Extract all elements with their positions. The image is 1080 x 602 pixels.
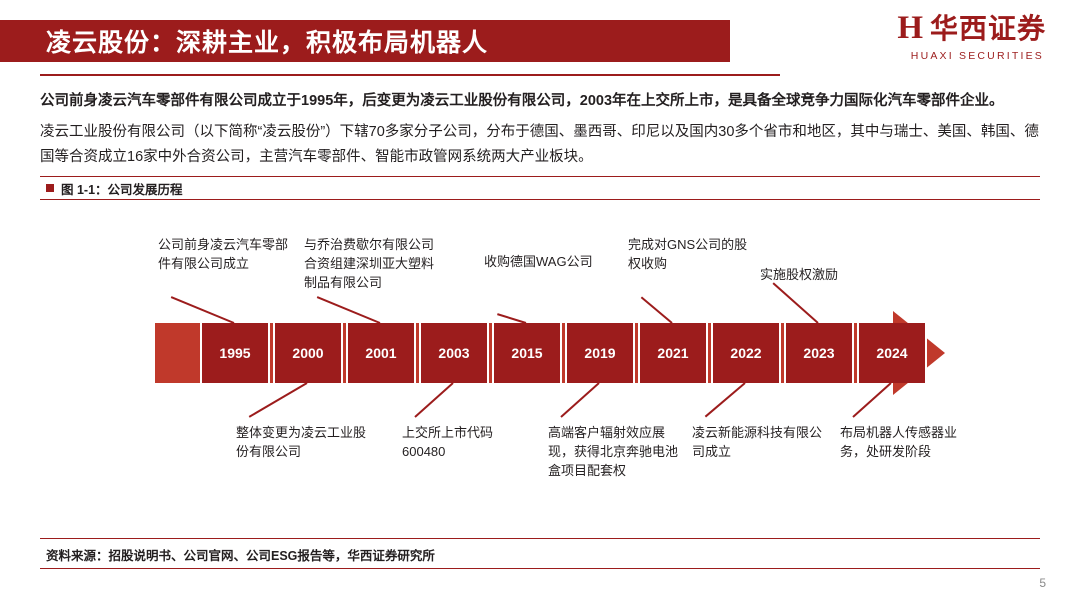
figure-caption-text: 图 1-1：公司发展历程 xyxy=(61,182,183,197)
timeline-connector-1995 xyxy=(170,296,235,324)
header-underline xyxy=(40,74,780,76)
company-logo: H 华西证券 HUAXI SECURITIES xyxy=(856,10,1046,63)
timeline-label-2023: 实施股权激励 xyxy=(760,267,839,282)
timeline-label-1995: 公司前身凌云汽车零部件有限公司成立 xyxy=(158,237,289,271)
intro-paragraph-bold: 公司前身凌云汽车零部件有限公司成立于1995年，后变更为凌云工业股份有限公司，2… xyxy=(40,93,1004,109)
timeline-connector-2023 xyxy=(772,282,819,324)
timeline-connector-2022 xyxy=(704,382,746,418)
timeline-label-2003: 上交所上市代码600480 xyxy=(402,425,494,459)
timeline-node-2015: 2015 xyxy=(492,323,562,383)
timeline-node-year: 2022 xyxy=(730,345,762,361)
timeline-node-year: 2023 xyxy=(803,345,835,361)
timeline-node-2024: 2024 xyxy=(857,323,927,383)
timeline-node-2019: 2019 xyxy=(565,323,635,383)
timeline-node-year: 2021 xyxy=(657,345,689,361)
timeline-node-2003: 2003 xyxy=(419,323,489,383)
timeline-node-year: 2003 xyxy=(438,345,470,361)
timeline-label-2015: 收购德国WAG公司 xyxy=(484,254,593,269)
timeline-node-year: 2015 xyxy=(511,345,543,361)
timeline-label-2021: 完成对GNS公司的股权收购 xyxy=(628,237,748,271)
timeline-node-1995: 1995 xyxy=(200,323,270,383)
timeline-label-2019: 高端客户辐射效应展现，获得北京奔驰电池盒项目配套权 xyxy=(548,425,679,478)
timeline-connector-2000 xyxy=(248,382,308,418)
timeline-label-2024: 布局机器人传感器业务，处研发阶段 xyxy=(840,425,958,459)
logo-mark-icon: H xyxy=(897,10,923,46)
timeline-label-2000: 整体变更为凌云工业股份有限公司 xyxy=(236,425,367,459)
timeline-connector-2001 xyxy=(316,296,381,324)
logo-english-name: HUAXI SECURITIES xyxy=(910,50,1044,62)
footer-rule-top xyxy=(40,538,1040,539)
timeline-connector-2003 xyxy=(414,382,454,418)
footer-rule-bottom xyxy=(40,568,1040,569)
logo-chinese-name: 华西证券 xyxy=(929,12,1046,44)
intro-paragraph: 凌云工业股份有限公司（以下简称“凌云股份”）下辖70多家分子公司，分布于德国、墨… xyxy=(40,124,1039,165)
timeline-node-year: 2001 xyxy=(365,345,397,361)
timeline-node-year: 2024 xyxy=(876,345,908,361)
timeline-node-year: 2000 xyxy=(292,345,324,361)
page-number: 5 xyxy=(1039,576,1046,590)
timeline-node-year: 2019 xyxy=(584,345,616,361)
page-header-bar: 凌云股份：深耕主业，积极布局机器人 xyxy=(0,20,730,62)
timeline-node-year: 1995 xyxy=(219,345,251,361)
timeline-connector-2024 xyxy=(852,382,892,418)
timeline-label-2001: 与乔治费歇尔有限公司合资组建深圳亚大塑料制品有限公司 xyxy=(304,237,435,290)
timeline-node-2022: 2022 xyxy=(711,323,781,383)
source-note: 资料来源：招股说明书、公司官网、公司ESG报告等，华西证券研究所 xyxy=(46,549,435,563)
timeline-label-2022: 凌云新能源科技有限公司成立 xyxy=(692,425,823,459)
timeline-node-2021: 2021 xyxy=(638,323,708,383)
timeline-connector-2019 xyxy=(560,382,600,418)
timeline-node-2001: 2001 xyxy=(346,323,416,383)
timeline-connector-2021 xyxy=(640,296,673,324)
timeline-figure: 1995 公司前身凌云汽车零部件有限公司成立 2000 整体变更为凌云工业股份有限公司… xyxy=(40,205,1040,525)
page-title: 凌云股份：深耕主业，积极布局机器人 xyxy=(46,29,489,57)
figure-caption: 图 1-1：公司发展历程 xyxy=(40,176,1040,200)
bullet-square-icon xyxy=(46,184,54,192)
timeline-node-2000: 2000 xyxy=(273,323,343,383)
timeline-node-2023: 2023 xyxy=(784,323,854,383)
